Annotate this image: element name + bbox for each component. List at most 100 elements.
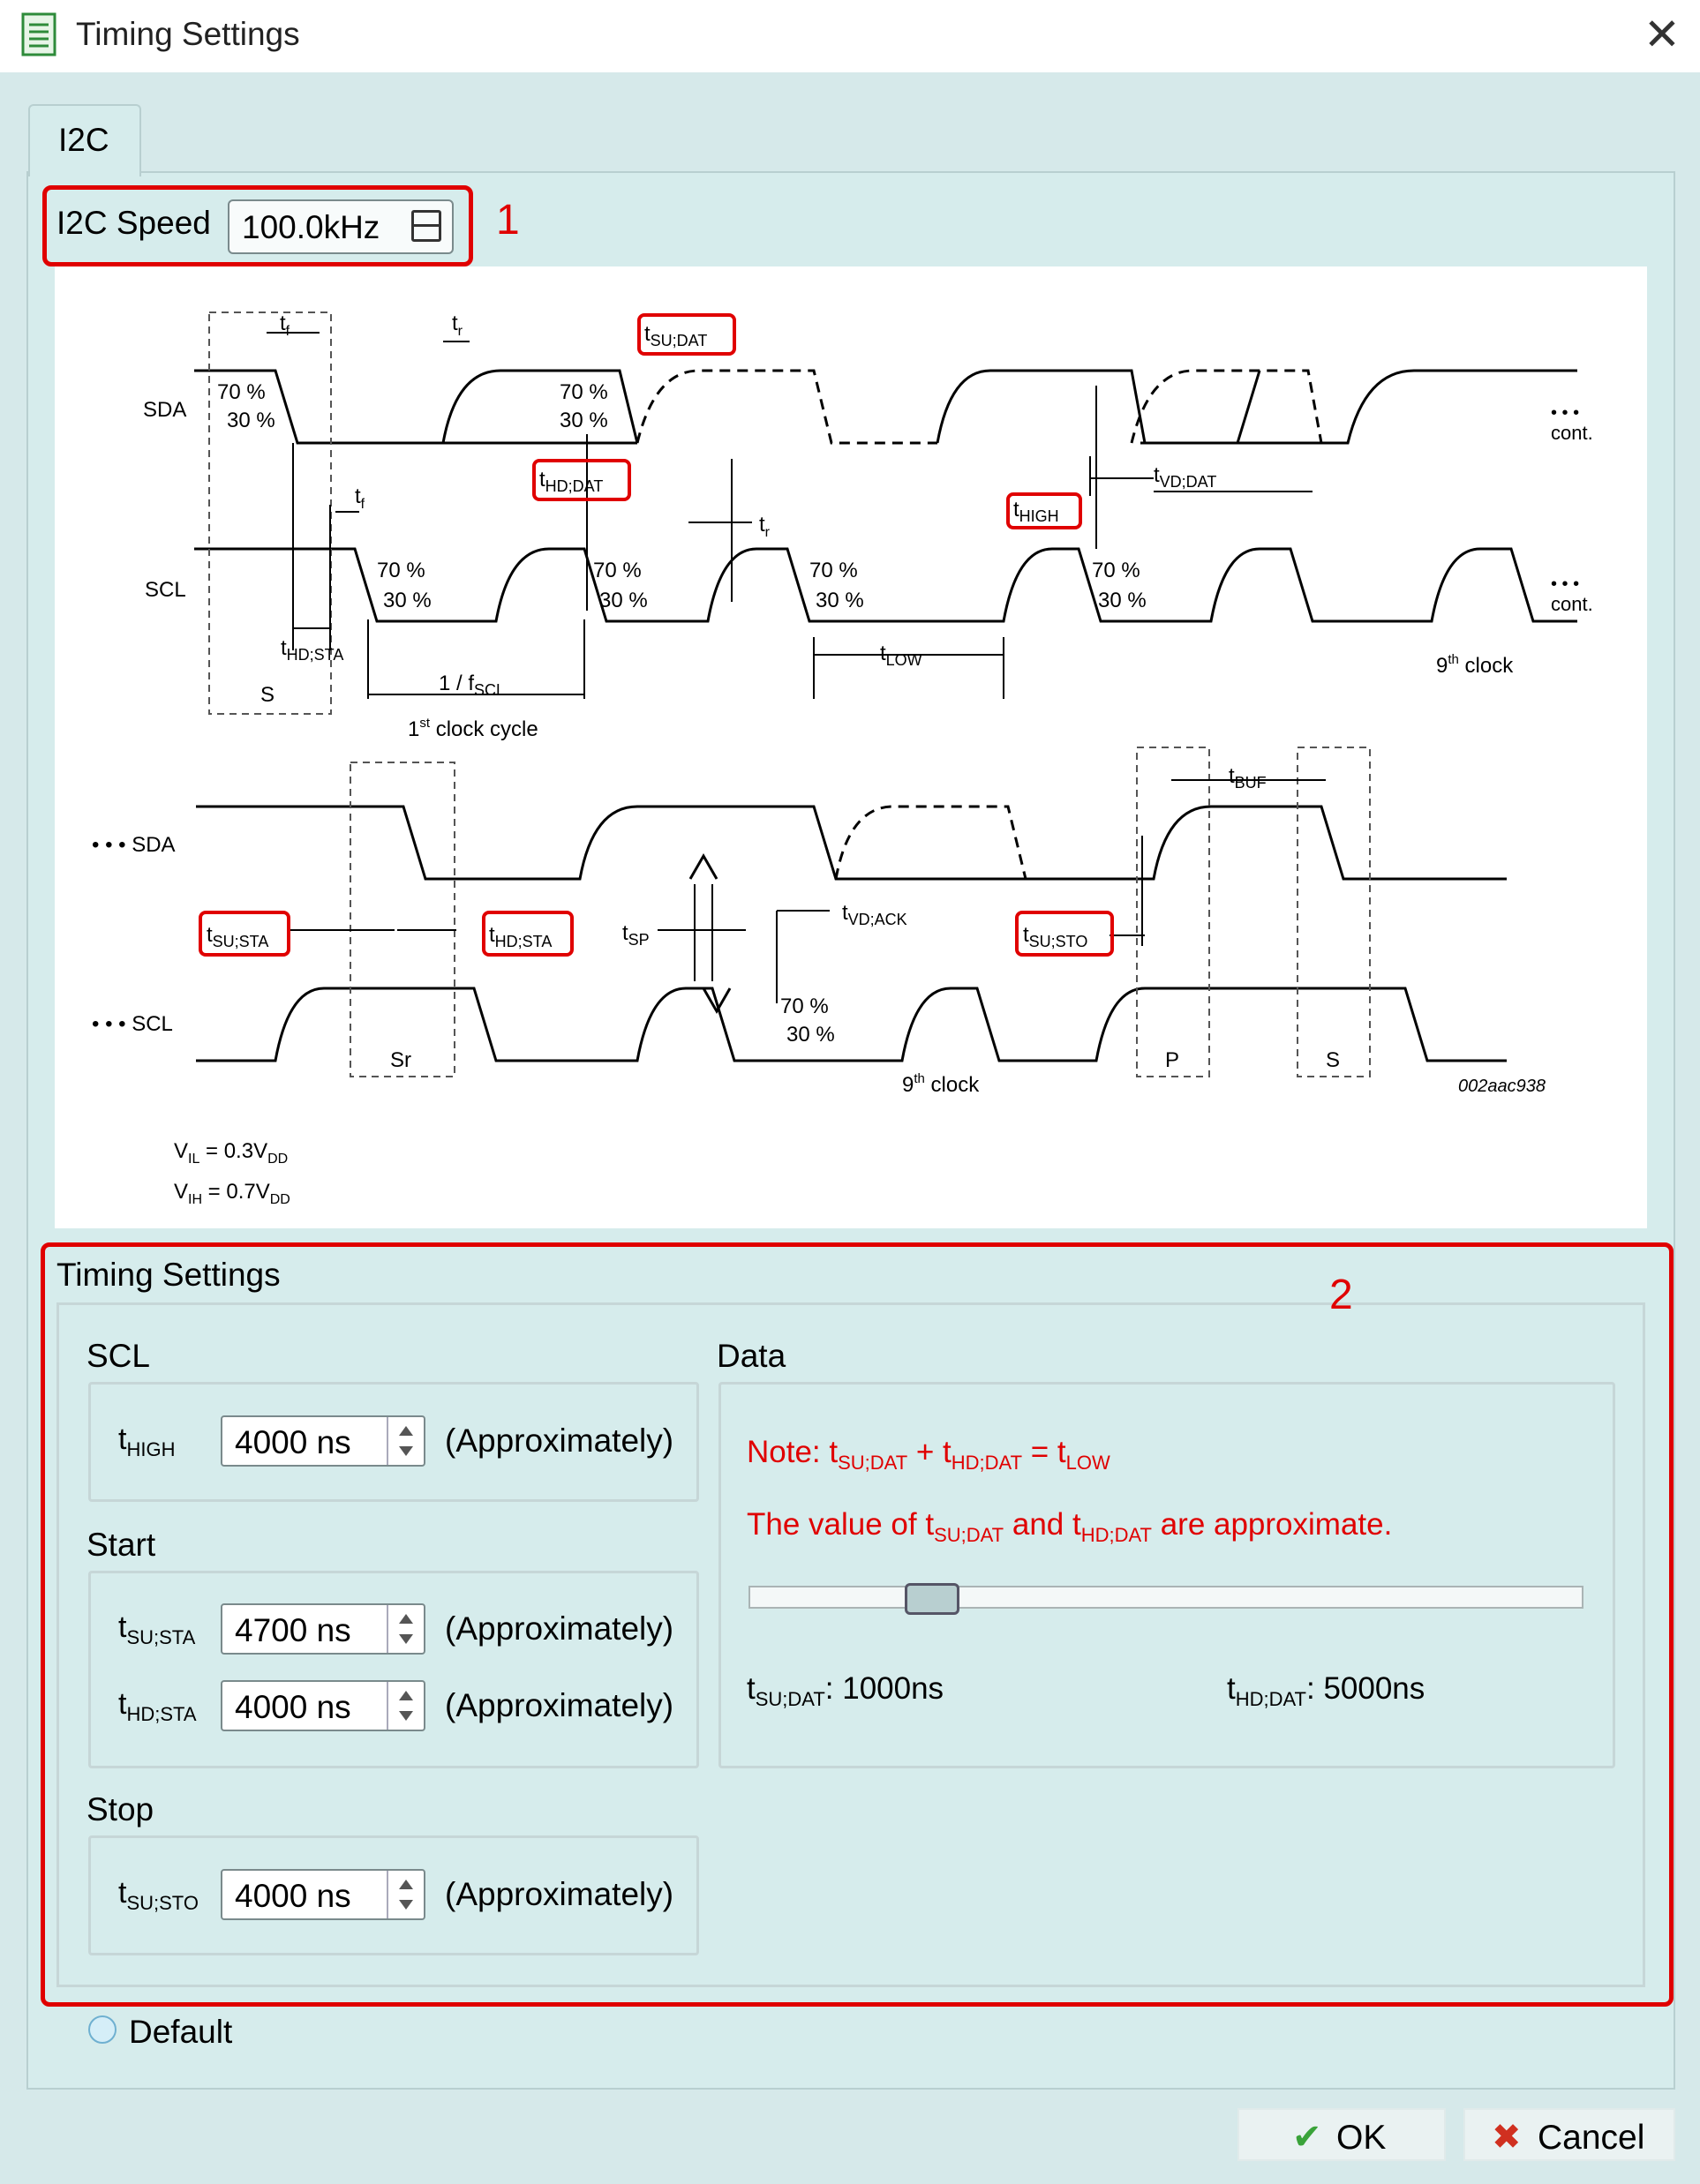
t-high-spin-arrows[interactable] xyxy=(387,1417,424,1465)
highlight-box-2 xyxy=(41,1242,1674,2007)
timing-settings-title: Timing Settings xyxy=(56,1257,281,1293)
sda-bottom-dashed xyxy=(834,805,1027,880)
spin-down-icon[interactable] xyxy=(399,1446,413,1456)
pct-30-a: 30 % xyxy=(227,409,275,432)
t-su-sta-spin-arrows[interactable] xyxy=(387,1605,424,1653)
sr-label: Sr xyxy=(390,1048,411,1072)
i2c-speed-value: 100.0kHz xyxy=(242,209,380,245)
hd-sta-highlight xyxy=(482,911,574,957)
close-icon[interactable]: ✕ xyxy=(1644,9,1681,60)
t-su-sta-input[interactable]: 4700 ns xyxy=(221,1603,425,1655)
cont-top: cont. xyxy=(1551,422,1593,444)
pct-70-c: 70 % xyxy=(377,559,425,582)
t-buf-label: tBUF xyxy=(1229,764,1267,792)
i2c-speed-label: I2C Speed xyxy=(56,205,211,241)
list-document-icon xyxy=(21,12,56,56)
i2c-speed-select[interactable]: 100.0kHz xyxy=(228,199,454,254)
stop-section-title: Stop xyxy=(87,1791,154,1828)
t-su-sto-approx: (Approximately) xyxy=(445,1876,674,1912)
sda-top-dashed-1 xyxy=(636,369,937,445)
t-su-sta-approx: (Approximately) xyxy=(445,1610,674,1647)
data-slider-track[interactable] xyxy=(748,1586,1583,1609)
stop-condition-box xyxy=(1136,747,1210,1077)
t-high-label: tHIGH xyxy=(118,1422,176,1460)
pct-70-a: 70 % xyxy=(217,380,266,404)
cancel-button-label: Cancel xyxy=(1538,2119,1645,2157)
start-s-label: S xyxy=(260,683,275,707)
ninth-clock-label-bottom: 9th clock xyxy=(902,1071,980,1097)
cancel-button[interactable]: ✖ Cancel xyxy=(1463,2108,1675,2161)
stop-section xyxy=(88,1835,699,1955)
first-clock-label: 1st clock cycle xyxy=(408,716,538,741)
ok-button-label: OK xyxy=(1336,2119,1387,2157)
pct-70-f: 70 % xyxy=(1092,559,1140,582)
spin-up-icon[interactable] xyxy=(399,1614,413,1624)
spin-down-icon[interactable] xyxy=(399,1900,413,1910)
t-high-label: tHIGH xyxy=(1013,498,1059,525)
one-over-fscl-label: 1 / fSCL xyxy=(439,672,505,699)
t-hd-dat-label: tHD;DAT xyxy=(539,468,603,495)
t-hd-sta-label: tHD;STA xyxy=(489,923,552,950)
start-condition-box-2 xyxy=(1297,747,1371,1077)
hd-dat-readout: tHD;DAT: 5000ns xyxy=(1227,1671,1425,1710)
pct-30-e: 30 % xyxy=(816,589,864,612)
figure-id: 002aac938 xyxy=(1458,1077,1546,1096)
sda-top-pulse-3 xyxy=(1140,370,1261,445)
t-high-input[interactable]: 4000 ns xyxy=(221,1415,425,1467)
t-high-value: 4000 ns xyxy=(235,1424,351,1460)
timing-diagram-svg: SDA SCL • • • SDA • • • SCL 70 % 30 % 70… xyxy=(92,311,1593,1207)
tf-label-a: tf xyxy=(280,311,290,339)
t-hd-sta-input[interactable]: 4000 ns xyxy=(221,1680,425,1731)
t-su-sto-label: tSU;STO xyxy=(1023,923,1087,950)
t-su-sto-spin-arrows[interactable] xyxy=(387,1871,424,1918)
spin-up-icon[interactable] xyxy=(399,1880,413,1889)
pct-30-f: 30 % xyxy=(1098,589,1147,612)
vil-label: VIL = 0.3VDD xyxy=(174,1139,288,1167)
dots-top: • • • xyxy=(1551,403,1579,423)
t-su-sto-value: 4000 ns xyxy=(235,1878,351,1914)
tab-i2c[interactable]: I2C xyxy=(28,104,141,176)
spin-down-icon[interactable] xyxy=(399,1634,413,1644)
sda-cont-label: • • • SDA xyxy=(92,833,176,857)
ok-button[interactable]: ✔ OK xyxy=(1237,2108,1446,2161)
pct-30-c: 30 % xyxy=(383,589,432,612)
su-sta-highlight xyxy=(199,911,290,957)
spin-toggle-icon[interactable] xyxy=(411,210,441,242)
t-su-sto-input[interactable]: 4000 ns xyxy=(221,1869,425,1920)
t-hd-sta-spin-arrows[interactable] xyxy=(387,1682,424,1730)
t-hd-sta-label: tHD;STA xyxy=(118,1687,197,1725)
scl-bottom-glitch xyxy=(702,987,732,1015)
t-su-dat-label: tSU;DAT xyxy=(644,322,707,349)
tab-i2c-label: I2C xyxy=(58,122,109,158)
data-slider-thumb[interactable] xyxy=(904,1583,959,1615)
vih-label: VIH = 0.7VDD xyxy=(174,1180,290,1207)
spin-up-icon[interactable] xyxy=(399,1691,413,1700)
tr-label-a: tr xyxy=(452,311,463,339)
spin-down-icon[interactable] xyxy=(399,1711,413,1721)
s-label-bottom: S xyxy=(1326,1048,1340,1072)
tr-label-b: tr xyxy=(759,513,771,540)
t-su-sta-label: tSU;STA xyxy=(118,1610,196,1648)
dots-mid: • • • xyxy=(1551,574,1579,594)
tf-label-b: tf xyxy=(355,484,365,512)
pct-30-g: 30 % xyxy=(786,1023,835,1047)
t-vd-ack-label: tVD;ACK xyxy=(842,901,907,928)
sda-bottom-waveform xyxy=(196,805,1507,881)
scl-cont-label: • • • SCL xyxy=(92,1012,173,1036)
su-sto-highlight xyxy=(1015,911,1114,957)
default-radio[interactable] xyxy=(88,2015,117,2044)
scl-top-waveform xyxy=(194,547,1577,623)
p-label: P xyxy=(1165,1048,1179,1072)
data-approx-note: The value of tSU;DAT and tHD;DAT are app… xyxy=(747,1507,1393,1546)
scl-label: SCL xyxy=(145,578,186,602)
high-highlight xyxy=(1006,492,1082,529)
marker-1: 1 xyxy=(496,197,520,244)
pct-30-d: 30 % xyxy=(599,589,648,612)
t-hd-sta-value: 4000 ns xyxy=(235,1689,351,1725)
default-label[interactable]: Default xyxy=(129,2014,233,2050)
pct-70-b: 70 % xyxy=(560,380,608,404)
sda-label: SDA xyxy=(143,398,186,422)
i2c-timing-diagram: SDA SCL • • • SDA • • • SCL 70 % 30 % 70… xyxy=(55,266,1647,1228)
cross-icon: ✖ xyxy=(1492,2117,1522,2158)
spin-up-icon[interactable] xyxy=(399,1426,413,1436)
